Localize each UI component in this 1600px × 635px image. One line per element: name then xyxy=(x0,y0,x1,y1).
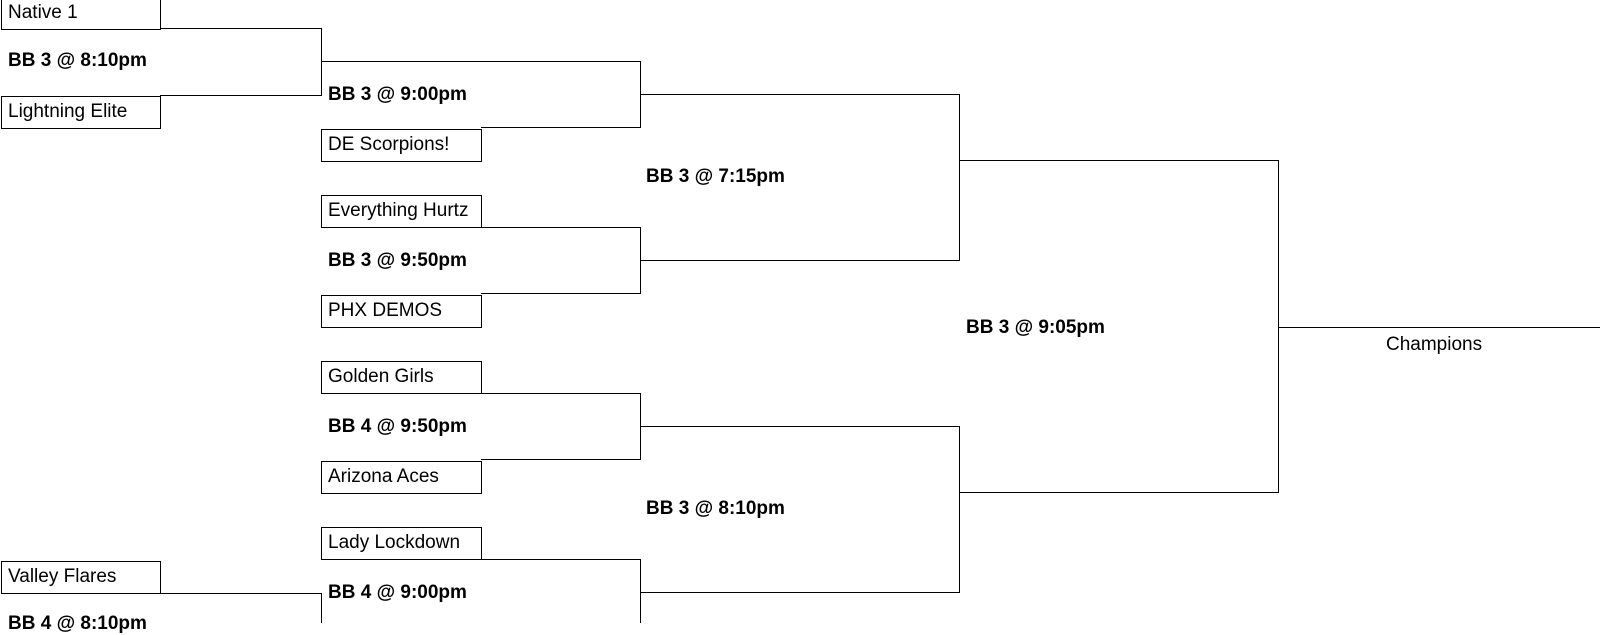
connector xyxy=(321,61,641,62)
team-slot-valley-flares: Valley Flares xyxy=(1,561,161,594)
team-slot-lightning-elite: Lightning Elite xyxy=(1,96,161,129)
connector xyxy=(959,492,1279,493)
connector xyxy=(640,94,960,95)
connector xyxy=(321,593,322,623)
game-label-r1-top: BB 3 @ 8:10pm xyxy=(8,50,147,71)
champions-label: Champions xyxy=(1386,334,1483,355)
connector xyxy=(640,559,641,623)
game-label-final: BB 3 @ 9:05pm xyxy=(966,317,1105,338)
connector xyxy=(959,94,960,261)
connector xyxy=(160,593,322,594)
connector xyxy=(640,426,960,427)
connector xyxy=(959,160,1279,161)
team-slot-phx-demos: PHX DEMOS xyxy=(321,295,482,328)
connector xyxy=(481,559,641,560)
game-label-r3-top: BB 3 @ 7:15pm xyxy=(646,166,785,187)
connector xyxy=(481,459,641,460)
game-label-r3-bottom: BB 3 @ 8:10pm xyxy=(646,498,785,519)
game-label-r2-3: BB 4 @ 9:50pm xyxy=(328,416,467,437)
connector xyxy=(481,227,641,228)
game-label-r2-4: BB 4 @ 9:00pm xyxy=(328,582,467,603)
team-slot-native-1: Native 1 xyxy=(1,0,161,30)
connector xyxy=(640,592,960,593)
connector xyxy=(160,95,322,96)
team-slot-de-scorpions: DE Scorpions! xyxy=(321,129,482,162)
team-slot-everything-hurtz: Everything Hurtz xyxy=(321,195,482,228)
connector xyxy=(959,426,960,593)
connector xyxy=(481,393,641,394)
team-slot-golden-girls: Golden Girls xyxy=(321,361,482,394)
connector xyxy=(640,260,960,261)
game-label-r2-1: BB 3 @ 9:00pm xyxy=(328,84,467,105)
game-label-r1-bottom: BB 4 @ 8:10pm xyxy=(8,613,147,634)
champion-line xyxy=(1278,327,1600,328)
connector xyxy=(481,293,641,294)
connector xyxy=(481,127,641,128)
connector xyxy=(1278,160,1279,493)
team-slot-lady-lockdown: Lady Lockdown xyxy=(321,527,482,560)
connector xyxy=(321,28,322,96)
team-slot-arizona-aces: Arizona Aces xyxy=(321,461,482,494)
game-label-r2-2: BB 3 @ 9:50pm xyxy=(328,250,467,271)
connector xyxy=(160,28,322,29)
